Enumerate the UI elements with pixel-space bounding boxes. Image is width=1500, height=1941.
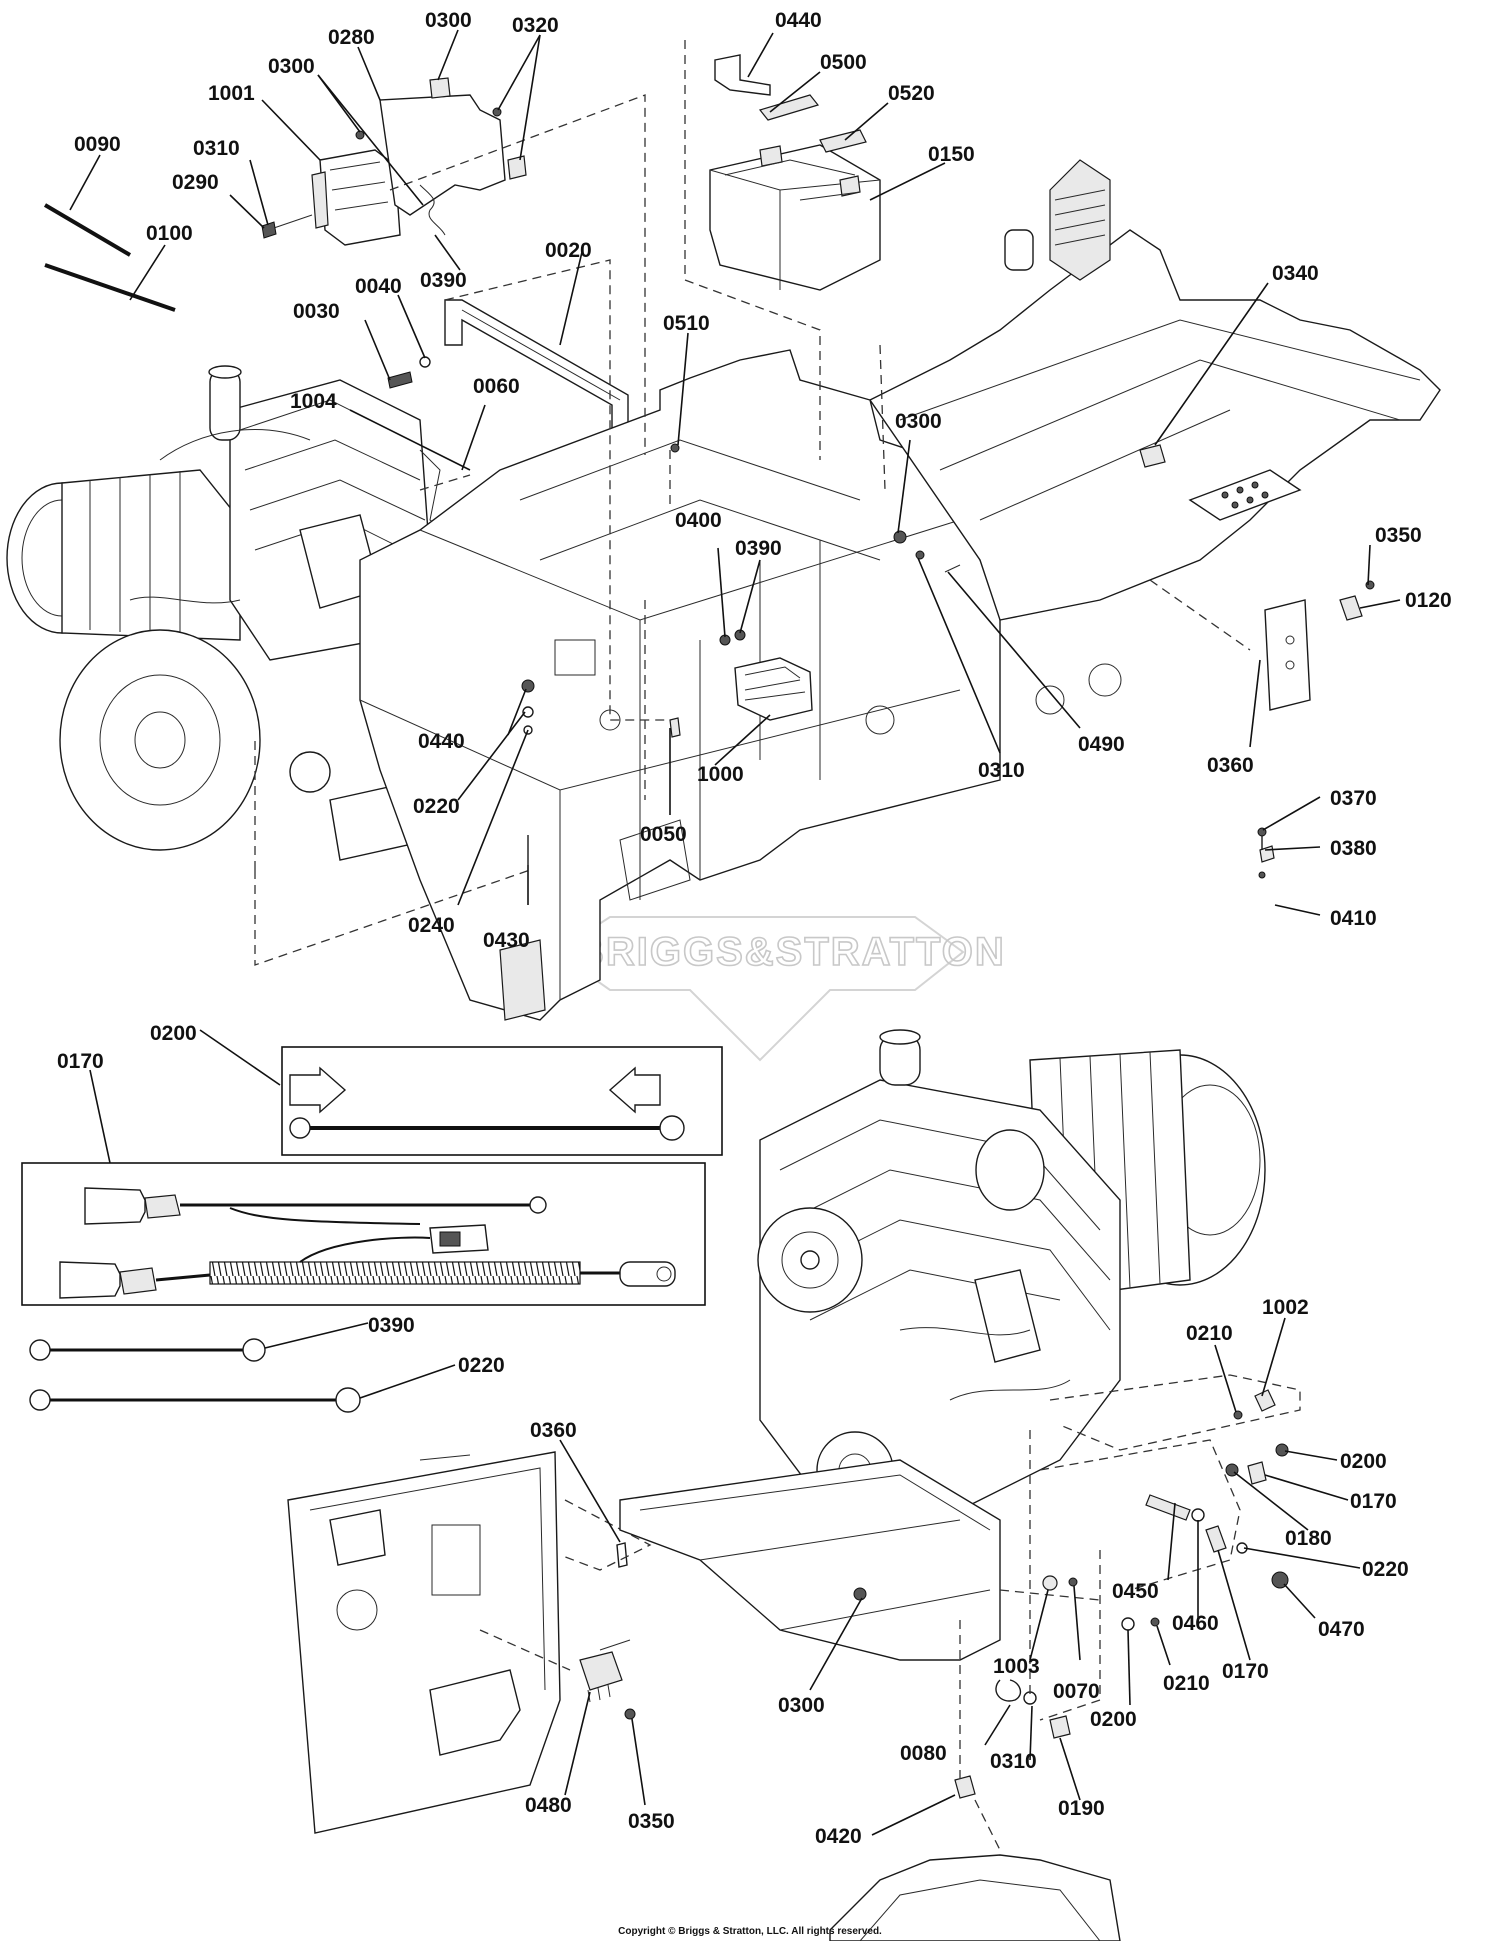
- callout-label: 1000: [697, 763, 744, 786]
- engine-assembly-lower: [619, 1029, 1266, 1661]
- callout-label: 0280: [328, 26, 375, 49]
- callout-label: 0520: [888, 82, 935, 105]
- callout-label: 0310: [990, 1750, 1037, 1773]
- callout-label: 0500: [820, 51, 867, 74]
- callout-label: 0290: [172, 171, 219, 194]
- callout-label: 0120: [1405, 589, 1452, 612]
- battery-0150: [709, 54, 881, 291]
- callout-label: 0340: [1272, 262, 1319, 285]
- callout-label: 0300: [778, 1694, 825, 1717]
- callout-label: 0390: [420, 269, 467, 292]
- bottom-frame-detail: [829, 1854, 1121, 1941]
- callout-label: 0350: [1375, 524, 1422, 547]
- callout-label: 0440: [775, 9, 822, 32]
- callout-label: 0190: [1058, 1797, 1105, 1820]
- rear-frame: [868, 159, 1441, 711]
- callout-label: 0430: [483, 929, 530, 952]
- cable-box-0200: [281, 1046, 723, 1156]
- callout-label: 0040: [355, 275, 402, 298]
- callout-label: 0030: [293, 300, 340, 323]
- callout-label: 0310: [978, 759, 1025, 782]
- callout-label: 0350: [628, 1810, 675, 1833]
- callout-label: 0310: [193, 137, 240, 160]
- callout-label: 0360: [1207, 754, 1254, 777]
- leader-lines: [69, 29, 1401, 1836]
- watermark: BRIGGS&STRATTON: [554, 916, 1006, 1062]
- callout-label: 0300: [895, 410, 942, 433]
- explosion-lines-upper: [254, 40, 1251, 966]
- fuse-module-1000: [669, 657, 813, 738]
- cables-0390-0220: [29, 1338, 361, 1413]
- callout-label: 0220: [413, 795, 460, 818]
- harness-ties: [43, 203, 176, 312]
- callout-label: 0060: [473, 375, 520, 398]
- callout-label: 1003: [993, 1655, 1040, 1678]
- callout-label: 0390: [735, 537, 782, 560]
- callout-label: 0200: [1340, 1450, 1387, 1473]
- callout-label: 0320: [512, 14, 559, 37]
- callout-label: 0090: [74, 133, 121, 156]
- mounting-plate-0280: [355, 77, 527, 236]
- callout-labels: 0300 0320 0280 0300 1001 0090 0310 0290 …: [57, 9, 1452, 1848]
- callout-label: 0080: [900, 1742, 947, 1765]
- callout-label: 0390: [368, 1314, 415, 1337]
- hardware-lower-right: [954, 1389, 1289, 1799]
- support-bracket-0020: [387, 299, 629, 461]
- callout-label: 0200: [1090, 1708, 1137, 1731]
- callout-label: 0100: [146, 222, 193, 245]
- callout-label: 0220: [458, 1354, 505, 1377]
- callout-label: 1004: [290, 390, 337, 413]
- callout-label: 0460: [1172, 1612, 1219, 1635]
- callout-label: 0200: [150, 1022, 197, 1045]
- callout-label: 0360: [530, 1419, 577, 1442]
- callout-label: 0400: [675, 509, 722, 532]
- callout-label: 0180: [1285, 1527, 1332, 1550]
- sensor-0120: [1339, 580, 1375, 621]
- callout-label: 0170: [1350, 1490, 1397, 1513]
- callout-label: 0240: [408, 914, 455, 937]
- controller-module-1001: [261, 149, 401, 246]
- callout-label: 0300: [425, 9, 472, 32]
- callout-label: 0220: [1362, 1558, 1409, 1581]
- callout-label: 0380: [1330, 837, 1377, 860]
- callout-label: 0170: [57, 1050, 104, 1073]
- callout-label: 1002: [1262, 1296, 1309, 1319]
- callout-label: 0420: [815, 1825, 862, 1848]
- callout-label: 0510: [663, 312, 710, 335]
- callout-label: 0070: [1053, 1680, 1100, 1703]
- callout-label: 0470: [1318, 1618, 1365, 1641]
- cable-box-0170: [21, 1162, 706, 1306]
- side-panel: [287, 1451, 631, 1834]
- callout-label: 1001: [208, 82, 255, 105]
- main-frame: [359, 349, 1065, 1021]
- explosion-lines-lower-right: [959, 1374, 1301, 1851]
- callout-label: 0020: [545, 239, 592, 262]
- callout-label: 0490: [1078, 733, 1125, 756]
- callout-label: 0450: [1112, 1580, 1159, 1603]
- callout-label: 0050: [640, 823, 687, 846]
- explosion-lines-lower-left: [479, 1499, 652, 1671]
- callout-label: 0170: [1222, 1660, 1269, 1683]
- copyright-notice: Copyright © Briggs & Stratton, LLC. All …: [618, 1926, 882, 1937]
- callout-label: 0480: [525, 1794, 572, 1817]
- callout-label: 0370: [1330, 787, 1377, 810]
- watermark-text: BRIGGS&STRATTON: [575, 930, 1006, 974]
- relay-0480: [579, 1542, 636, 1720]
- callout-label: 0150: [928, 143, 975, 166]
- callout-label: 0300: [268, 55, 315, 78]
- callout-label: 0210: [1163, 1672, 1210, 1695]
- callout-label: 0210: [1186, 1322, 1233, 1345]
- callout-label: 0410: [1330, 907, 1377, 930]
- callout-label: 0440: [418, 730, 465, 753]
- switch-0340: [1139, 444, 1166, 468]
